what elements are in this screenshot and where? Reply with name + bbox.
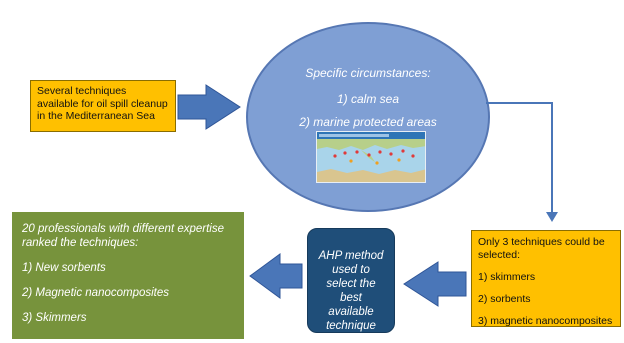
ranking-item: 1) New sorbents: [22, 262, 106, 274]
ranking-item: 3) Skimmers: [22, 312, 87, 324]
input-techniques-box: Several techniques available for oil spi…: [30, 80, 176, 132]
circumstance-item: 1) calm sea: [336, 92, 400, 106]
ahp-method-text: AHP method used to select the best avail…: [318, 250, 384, 332]
selection-box: Only 3 techniques could be selected: 1) …: [471, 230, 621, 327]
selection-title: Only 3 techniques could be selected:: [478, 236, 605, 261]
ahp-method-box: AHP method used to select the best avail…: [307, 228, 395, 333]
ranking-item: 2) Magnetic nanocomposites: [22, 287, 170, 299]
circumstances-title: Specific circumstances:: [305, 66, 431, 80]
selection-item: 3) magnetic nanocomposites: [478, 315, 613, 327]
selection-item: 2) sorbents: [478, 293, 531, 305]
ranking-results-box: 20 professionals with different expertis…: [12, 212, 244, 339]
input-techniques-text: Several techniques available for oil spi…: [37, 85, 168, 122]
selection-item: 1) skimmers: [478, 271, 536, 283]
circumstance-item: 2) marine protected areas: [299, 115, 437, 129]
mediterranean-map-image: [316, 131, 426, 183]
ranking-title: 20 professionals with different expertis…: [22, 223, 224, 249]
